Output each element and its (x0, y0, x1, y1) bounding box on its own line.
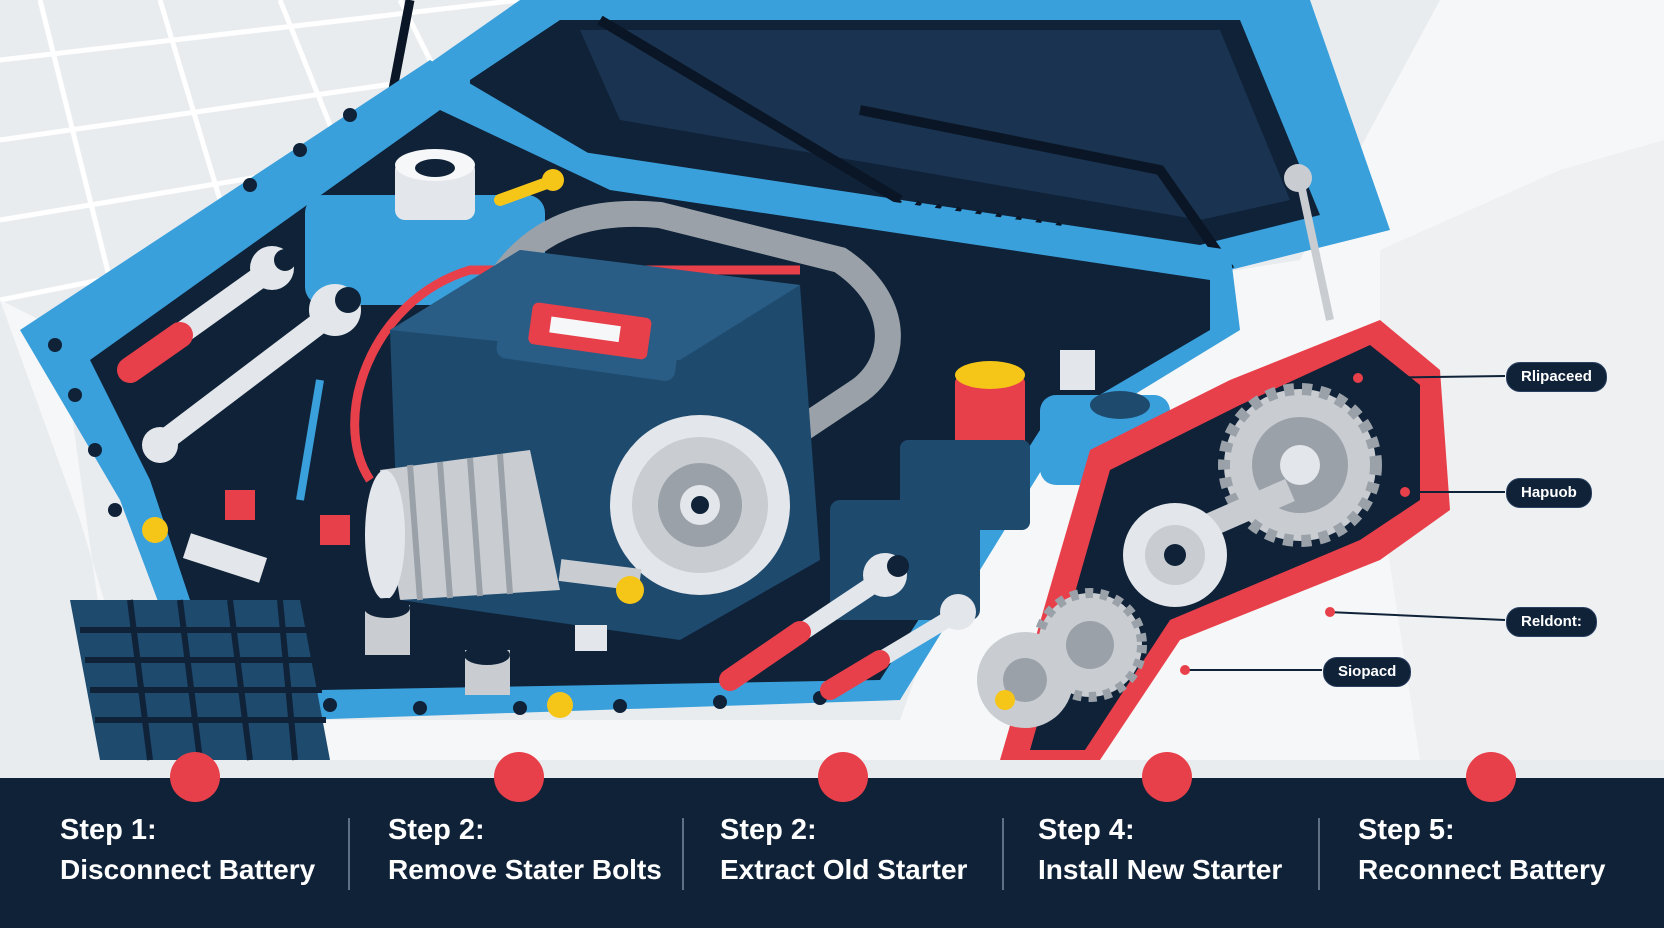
battery-icon (955, 350, 1095, 450)
step-marker-4 (1142, 752, 1192, 802)
step-marker-1 (170, 752, 220, 802)
wrench-icon-3 (719, 553, 909, 691)
callout-label: Rlipaceed (1506, 362, 1607, 392)
blue-hose (296, 379, 324, 501)
step-marker-2 (494, 752, 544, 802)
step-5: Step 5: Reconnect Battery (1358, 778, 1664, 928)
step-divider (1002, 818, 1004, 890)
step-title: Install New Starter (1038, 854, 1283, 885)
wiper-left (597, 15, 903, 205)
callout-dots (1180, 373, 1410, 675)
step-number: Step 2: (388, 814, 485, 846)
step-number: Step 2: (720, 814, 817, 846)
step-number: Step 1: (60, 814, 157, 846)
step-divider (682, 818, 684, 890)
step-title: Disconnect Battery (60, 854, 316, 885)
wrench-icon (117, 246, 296, 383)
step-divider (348, 818, 350, 890)
armature (1123, 479, 1295, 607)
floor-grid (0, 0, 561, 321)
callout-label: Hapuob (1506, 478, 1592, 508)
fender-right (1380, 140, 1664, 760)
front-grille (70, 599, 330, 761)
starter-motor-icon (365, 415, 790, 651)
hood-strut-top (1284, 164, 1312, 192)
hood-strut (1296, 179, 1334, 321)
step-divider (1318, 818, 1320, 890)
wrench-icon-2 (142, 284, 361, 463)
gray-hose (487, 200, 901, 443)
step-number: Step 4: (1038, 814, 1135, 846)
step-2: Step 2: Remove Stater Bolts (388, 778, 708, 928)
step-number: Step 5: (1358, 814, 1455, 846)
bolts-and-caps (142, 490, 573, 718)
step-title: Reconnect Battery (1358, 854, 1606, 885)
step-4: Step 4: Install New Starter (1038, 778, 1358, 928)
step-marker-3 (818, 752, 868, 802)
wrench-icon-4 (820, 594, 976, 700)
red-hose (350, 265, 800, 483)
step-marker-5 (1466, 752, 1516, 802)
step-title: Remove Stater Bolts (388, 854, 662, 885)
gear-icon-2 (977, 588, 1147, 728)
callout-label: Reldont: (1506, 607, 1597, 637)
steps-bar: Step 1: Disconnect Battery Step 2: Remov… (0, 778, 1664, 928)
step-1: Step 1: Disconnect Battery (60, 778, 380, 928)
step-title: Extract Old Starter (720, 854, 968, 885)
step-3: Step 2: Extract Old Starter (720, 778, 1040, 928)
callout-label: Siopacd (1323, 657, 1412, 687)
callout-leaders (1185, 375, 1506, 671)
wiper-right (859, 105, 1235, 273)
